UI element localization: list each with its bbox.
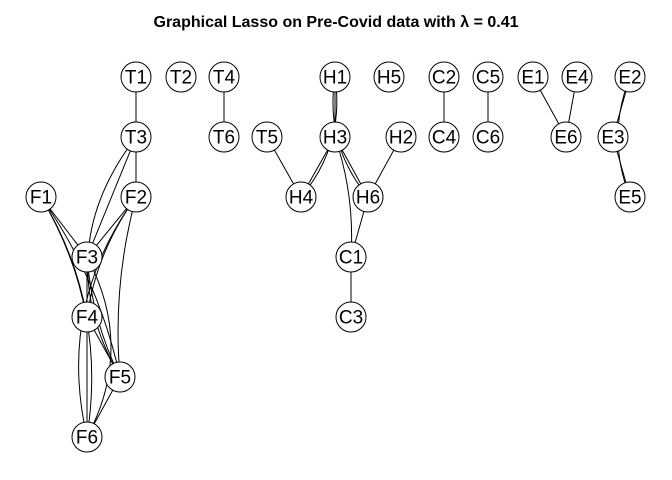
node-label: F5 [109, 368, 131, 389]
node-circle [165, 61, 197, 93]
node-c5: C5 [472, 61, 504, 93]
node-label: C2 [432, 68, 456, 89]
node-f6: F6 [71, 421, 103, 453]
node-label: H2 [389, 128, 413, 149]
node-c4: C4 [428, 121, 460, 153]
node-f5: F5 [104, 361, 136, 393]
node-circle [71, 241, 103, 273]
node-label: H4 [289, 188, 314, 209]
node-circle [428, 61, 460, 93]
node-t3: T3 [120, 121, 152, 153]
node-h5: H5 [373, 61, 405, 93]
node-label: C4 [432, 128, 457, 149]
node-c2: C2 [428, 61, 460, 93]
edge-f2-f5 [117, 196, 137, 378]
node-circle [251, 121, 283, 153]
node-label: E5 [618, 188, 641, 209]
node-e5: E5 [614, 181, 646, 213]
node-e6: E6 [550, 121, 582, 153]
node-t6: T6 [208, 121, 240, 153]
node-label: C6 [476, 128, 500, 149]
node-label: E4 [565, 68, 589, 89]
node-f4: F4 [71, 301, 103, 333]
node-label: C5 [476, 68, 500, 89]
node-label: H6 [356, 188, 380, 209]
node-circle [614, 181, 646, 213]
node-circle [319, 121, 351, 153]
node-label: F4 [76, 308, 99, 329]
node-circle [335, 301, 367, 333]
node-label: T2 [170, 68, 192, 89]
node-f3: F3 [71, 241, 103, 273]
node-circle [285, 181, 317, 213]
node-f2: F2 [120, 181, 152, 213]
node-label: T6 [213, 128, 235, 149]
node-circle [614, 61, 646, 93]
node-label: T4 [213, 68, 236, 89]
node-circle [208, 121, 240, 153]
node-h3: H3 [319, 121, 351, 153]
node-circle [352, 181, 384, 213]
node-circle [120, 121, 152, 153]
node-label: E3 [601, 128, 624, 149]
node-circle [373, 61, 405, 93]
node-label: F2 [125, 188, 147, 209]
node-label: C1 [339, 248, 363, 269]
node-circle [335, 241, 367, 273]
node-h6: H6 [352, 181, 384, 213]
node-label: T1 [125, 68, 147, 89]
node-t5: T5 [251, 121, 283, 153]
node-label: E1 [521, 68, 544, 89]
node-label: E2 [618, 68, 641, 89]
node-label: T3 [125, 128, 147, 149]
node-label: H3 [323, 128, 347, 149]
node-e3: E3 [597, 121, 629, 153]
node-t2: T2 [165, 61, 197, 93]
node-circle [428, 121, 460, 153]
node-t1: T1 [120, 61, 152, 93]
node-label: F3 [76, 248, 98, 269]
node-circle [561, 61, 593, 93]
graph-title: Graphical Lasso on Pre-Covid data with λ… [154, 14, 519, 31]
node-h4: H4 [285, 181, 317, 213]
node-circle [385, 121, 417, 153]
node-circle [71, 301, 103, 333]
node-circle [120, 181, 152, 213]
node-circle [597, 121, 629, 153]
node-circle [104, 361, 136, 393]
node-label: F1 [30, 188, 52, 209]
node-circle [472, 121, 504, 153]
node-circle [71, 421, 103, 453]
node-e1: E1 [517, 61, 549, 93]
node-label: C3 [339, 308, 363, 329]
node-circle [120, 61, 152, 93]
node-f1: F1 [25, 181, 57, 213]
node-label: T5 [256, 128, 278, 149]
node-circle [517, 61, 549, 93]
node-circle [550, 121, 582, 153]
edge-f3-f6 [86, 256, 112, 438]
node-label: H5 [377, 68, 401, 89]
node-circle [25, 181, 57, 213]
node-label: E6 [554, 128, 577, 149]
node-h1: H1 [319, 61, 351, 93]
node-c1: C1 [335, 241, 367, 273]
node-c6: C6 [472, 121, 504, 153]
edge-t3-f3 [86, 136, 137, 258]
node-e2: E2 [614, 61, 646, 93]
node-label: H1 [323, 68, 347, 89]
node-h2: H2 [385, 121, 417, 153]
node-label: F6 [76, 428, 98, 449]
node-e4: E4 [561, 61, 593, 93]
node-circle [208, 61, 240, 93]
node-circle [472, 61, 504, 93]
node-c3: C3 [335, 301, 367, 333]
node-t4: T4 [208, 61, 240, 93]
node-circle [319, 61, 351, 93]
